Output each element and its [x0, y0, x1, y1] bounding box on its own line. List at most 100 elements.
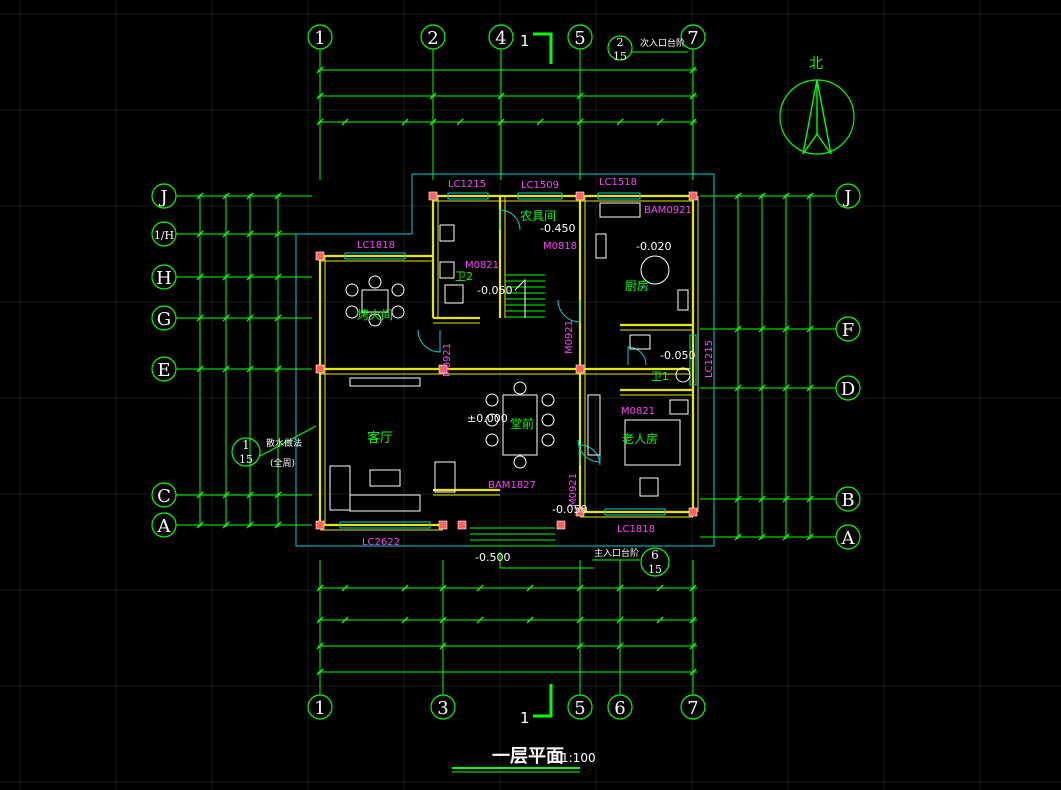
- dim-tick: [246, 192, 254, 200]
- kitchen-round-table: [640, 255, 670, 285]
- dim-tick: [222, 273, 230, 281]
- dim-tick: [246, 365, 254, 373]
- detail-ref-top: 2 15 次入口台阶: [607, 35, 685, 63]
- dim-tick: [246, 230, 254, 238]
- dim-tick: [196, 491, 204, 499]
- svg-text:1: 1: [314, 28, 325, 49]
- axis-bubble-top-2: 2: [420, 24, 446, 50]
- elevation-wc1: -0.050: [660, 349, 695, 362]
- column: [556, 520, 566, 530]
- dim-tick: [806, 495, 814, 503]
- plan-labels: 1 2 4 5 7 1 3 5 6 7 J 1/H H G E C A J F …: [151, 24, 861, 767]
- chair: [391, 305, 405, 319]
- chair: [345, 305, 359, 319]
- dim-tick: [782, 533, 790, 541]
- dim-tick: [401, 118, 409, 126]
- svg-text:4: 4: [495, 28, 506, 49]
- dim-tick: [401, 616, 409, 624]
- svg-text:D: D: [841, 379, 855, 400]
- coffee-table: [369, 469, 401, 487]
- dim-tick: [689, 118, 697, 126]
- room-name-fire-room: 烤火间: [357, 307, 393, 322]
- dim-tick: [782, 495, 790, 503]
- svg-text:J: J: [158, 187, 167, 208]
- dim-tick: [689, 66, 697, 74]
- elder-bed: [624, 419, 681, 466]
- chair: [513, 455, 527, 469]
- door-swing-mid: [557, 299, 581, 323]
- dim-tick: [576, 118, 584, 126]
- shelf: [587, 394, 601, 456]
- chair: [541, 433, 555, 447]
- wc2-toilet: [439, 261, 455, 279]
- dim-tick: [341, 584, 349, 592]
- dim-tick: [196, 230, 204, 238]
- elevation-porch: -0.050: [552, 503, 587, 516]
- dim-tick: [526, 616, 534, 624]
- chair: [485, 413, 499, 427]
- wc1-basin: [629, 334, 651, 350]
- axis-bubble-left-C: C: [151, 482, 177, 508]
- axis-bubble-left-E: E: [151, 356, 177, 382]
- window-lc1215-right: [689, 334, 697, 386]
- wc1-toilet: [675, 367, 691, 383]
- nightstand: [669, 399, 689, 415]
- dim-tick: [758, 495, 766, 503]
- column: [428, 191, 438, 201]
- dim-tick: [316, 642, 324, 650]
- fridge: [677, 289, 689, 311]
- dim-tick: [401, 584, 409, 592]
- dim-tick: [758, 384, 766, 392]
- drawing-title: 一层平面: [492, 746, 564, 767]
- svg-text:6: 6: [651, 548, 659, 562]
- window-label-lc2622: LC2622: [362, 537, 400, 548]
- svg-text:B: B: [841, 490, 854, 511]
- dim-tick: [689, 584, 697, 592]
- door-swing-bottom: [579, 444, 601, 466]
- kitchen-sink: [599, 202, 641, 218]
- door-label-m0821-wc: M0821: [465, 260, 499, 271]
- column: [688, 191, 698, 201]
- door-swing-wc1: [627, 346, 647, 366]
- dim-tick: [456, 118, 464, 126]
- svg-text:1: 1: [242, 438, 250, 452]
- dim-tick: [758, 533, 766, 541]
- door-label-m0921-bottom: M0921: [568, 473, 579, 507]
- window-lc1215-top: [447, 192, 489, 200]
- window-label-lc1518-top: LC1518: [599, 177, 637, 188]
- dim-tick: [274, 273, 282, 281]
- window-label-lc1215-right: LC1215: [704, 340, 715, 378]
- dim-tick: [274, 521, 282, 529]
- dim-tick: [689, 616, 697, 624]
- dim-tick: [689, 668, 697, 676]
- axis-bubble-left-H: H: [151, 264, 177, 290]
- room-name-kitchen: 厨房: [625, 278, 649, 293]
- elder-chair: [639, 477, 659, 497]
- dim-tick: [274, 192, 282, 200]
- tv-cabinet: [349, 377, 421, 387]
- axis-bubble-right-A: A: [835, 524, 861, 550]
- column: [575, 364, 585, 374]
- axis-bubble-right-F: F: [835, 316, 861, 342]
- stove: [595, 233, 607, 259]
- dim-tick: [616, 118, 624, 126]
- door-label-m0921-mid: M0921: [564, 320, 575, 354]
- svg-text:2: 2: [427, 28, 438, 49]
- dim-tick: [782, 384, 790, 392]
- dim-tick: [274, 314, 282, 322]
- chair: [541, 413, 555, 427]
- svg-text:F: F: [842, 320, 855, 341]
- svg-text:15: 15: [648, 563, 662, 576]
- svg-text:1/H: 1/H: [154, 229, 174, 242]
- axis-bubble-right-J: J: [835, 183, 861, 209]
- dim-tick: [656, 584, 664, 592]
- furniture-symbols: [329, 202, 691, 569]
- dim-tick: [222, 230, 230, 238]
- dim-tick: [316, 668, 324, 676]
- axis-bubble-bottom-3: 3: [430, 694, 456, 720]
- window-lc1818-left: [344, 252, 406, 260]
- dim-tick: [196, 521, 204, 529]
- dim-tick: [316, 66, 324, 74]
- svg-text:A: A: [157, 516, 172, 537]
